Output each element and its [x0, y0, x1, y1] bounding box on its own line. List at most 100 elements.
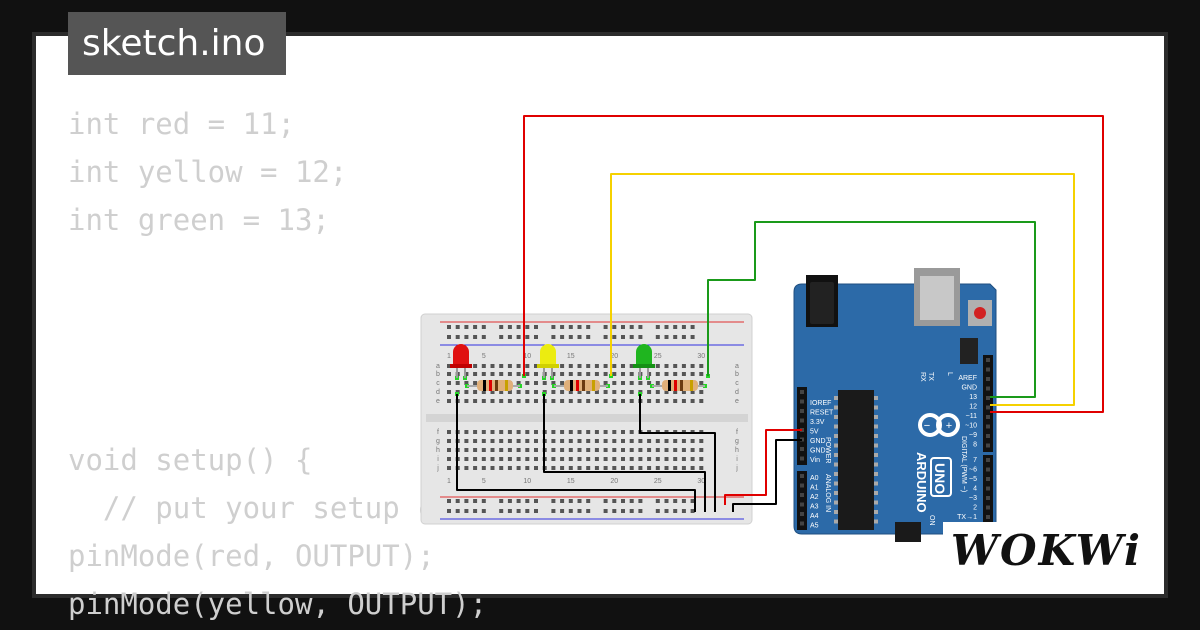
digital-pin-label: ~6 [969, 467, 977, 474]
breadboard-column-label: 10 [523, 478, 531, 485]
breadboard-column-label: 25 [654, 353, 662, 360]
power-pin-label: GND [810, 438, 826, 445]
led-green[interactable] [633, 344, 655, 378]
digital-pin-label: GND [961, 385, 977, 392]
svg-text:+: + [946, 420, 952, 432]
breadboard-row-label: c [436, 380, 440, 387]
code-line: int red = 11; [68, 107, 295, 141]
svg-text:UNO: UNO [932, 463, 948, 494]
digital-label: DIGITAL (PWM ~) [960, 436, 967, 492]
breadboard-column-label: 20 [610, 478, 618, 485]
breadboard-column-label: 1 [447, 353, 451, 360]
breadboard-row-label: d [436, 389, 440, 396]
breadboard-column-label: 30 [697, 353, 705, 360]
resistor-yellow[interactable] [554, 380, 608, 391]
wire-black-led-green [639, 394, 716, 512]
code-line: pinMode(red, OUTPUT); [68, 539, 435, 573]
analog-pin-label: A4 [810, 513, 819, 520]
resistor-red[interactable] [467, 380, 520, 391]
code-line: pinMode(yellow, OUTPUT); [68, 587, 488, 621]
arduino-uno[interactable]: − + ARDUINO UNO TX RX L ON DIGITAL (PWM … [793, 268, 997, 542]
breadboard-column-label: 10 [523, 353, 531, 360]
wire-black-led-red [456, 394, 696, 512]
breadboard-column-label: 5 [482, 353, 486, 360]
uno-badge: UNO [930, 457, 952, 497]
power-pin-label: 3.3V [810, 419, 825, 426]
file-tab-label[interactable]: sketch.ino [68, 12, 286, 75]
analog-pin-label: A0 [810, 475, 819, 482]
breadboard-row-label: d [735, 389, 739, 396]
led-red[interactable] [450, 344, 472, 378]
power-pin-label: RESET [810, 410, 834, 417]
wire-red-pin11 [523, 115, 1104, 413]
breadboard-column-label: 30 [697, 478, 705, 485]
breadboard-row-label: b [436, 371, 440, 378]
breadboard-row-label: i [437, 456, 439, 463]
digital-pin-label: 7 [973, 457, 977, 464]
breadboard-column-label: 20 [610, 353, 618, 360]
led-yellow[interactable] [537, 344, 559, 378]
breadboard-column-label: 5 [482, 478, 486, 485]
breadboard-row-label: c [735, 380, 739, 387]
digital-pin-label: ~9 [969, 432, 977, 439]
wire-yellow-pin12 [610, 173, 1075, 406]
power-pin-label: 5V [810, 429, 819, 436]
power-pin-label: GND [810, 448, 826, 455]
power-pin-label: IOREF [810, 400, 831, 407]
digital-pin-label: TX→1 [957, 514, 977, 521]
breadboard-row-label: h [436, 447, 440, 454]
chip-pins [834, 396, 878, 524]
svg-text:−: − [924, 420, 930, 432]
l-label: L [946, 372, 953, 376]
breadboard-row-label: i [736, 456, 738, 463]
breadboard-column-label: 1 [447, 478, 451, 485]
digital-pin-label: ~3 [969, 495, 977, 502]
analog-header[interactable] [797, 471, 807, 530]
digital-pin-label: 8 [973, 442, 977, 449]
rx-label: RX [919, 372, 926, 382]
tx-label: TX [927, 372, 934, 381]
breadboard-row-label: h [735, 447, 739, 454]
power-pin-label: Vin [810, 457, 820, 464]
analog-label: ANALOG IN [824, 474, 831, 512]
on-label: ON [928, 515, 935, 526]
power-label: POWER [824, 437, 831, 463]
breadboard-column-label: 25 [654, 478, 662, 485]
resistor-green[interactable] [652, 380, 705, 391]
breadboard-row-label: g [436, 438, 440, 445]
code-line: void setup() { [68, 443, 313, 477]
analog-pin-label: A2 [810, 494, 819, 501]
wire-black-gnd [732, 439, 802, 512]
arduino-brand-text: ARDUINO [914, 452, 929, 513]
code-line: int green = 13; [68, 203, 330, 237]
wokwi-logo: WOKWi [942, 522, 1150, 580]
digital-pin-label: 13 [969, 394, 977, 401]
wires[interactable] [456, 115, 1104, 512]
digital-pin-label: ~5 [969, 476, 977, 483]
breadboard-row-label: g [735, 438, 739, 445]
digital-pin-label: ~11 [966, 413, 977, 420]
breadboard-row-label: e [436, 398, 440, 405]
breadboard-row-label: j [735, 465, 738, 472]
breadboard-column-label: 15 [567, 353, 575, 360]
breadboard-row-label: e [735, 398, 739, 405]
wire-green-pin13 [707, 221, 1036, 398]
breadboard-row-label: b [735, 371, 739, 378]
digital-pin-label: 12 [969, 404, 977, 411]
breadboard-row-label: j [436, 465, 439, 472]
breadboard-row-label: f [736, 429, 738, 436]
wire-red-5v [724, 429, 802, 505]
analog-pin-label: A1 [810, 485, 819, 492]
digital-header-upper[interactable] [983, 355, 993, 452]
digital-pin-label: ~10 [965, 423, 977, 430]
breadboard-row-label: a [436, 363, 440, 370]
wire-black-led-yellow [543, 394, 706, 512]
power-header[interactable] [797, 387, 807, 465]
digital-pin-label: 4 [973, 486, 977, 493]
